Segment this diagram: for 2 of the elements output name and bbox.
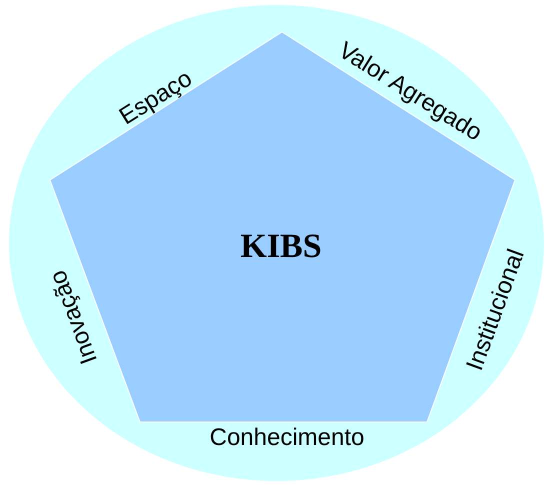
side-label: Conhecimento bbox=[210, 426, 364, 450]
center-title: KIBS bbox=[240, 228, 322, 266]
